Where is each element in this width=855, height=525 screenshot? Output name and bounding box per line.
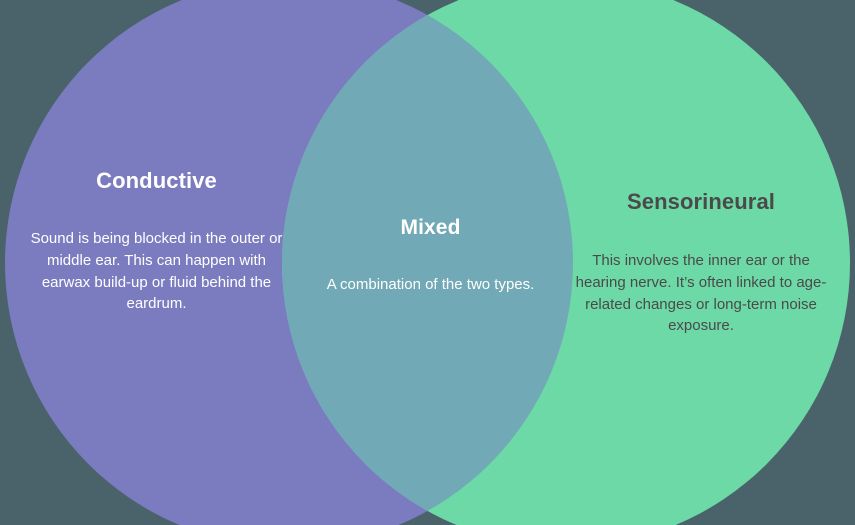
conductive-panel: Conductive Sound is being blocked in the… [30, 168, 283, 315]
mixed-panel: Mixed A combination of the two types. [310, 216, 551, 296]
mixed-title: Mixed [400, 216, 461, 239]
conductive-title: Conductive [96, 168, 217, 193]
sensorineural-title: Sensorineural [626, 189, 776, 214]
mixed-description: A combination of the two types. [326, 276, 535, 293]
sensorineural-description: This involves the inner ear or the heari… [575, 252, 827, 335]
sensorineural-panel: Sensorineural This involves the inner ea… [575, 189, 827, 337]
conductive-description: Sound is being blocked in the outer or m… [30, 230, 283, 313]
venn-overlap-region [282, 0, 850, 525]
